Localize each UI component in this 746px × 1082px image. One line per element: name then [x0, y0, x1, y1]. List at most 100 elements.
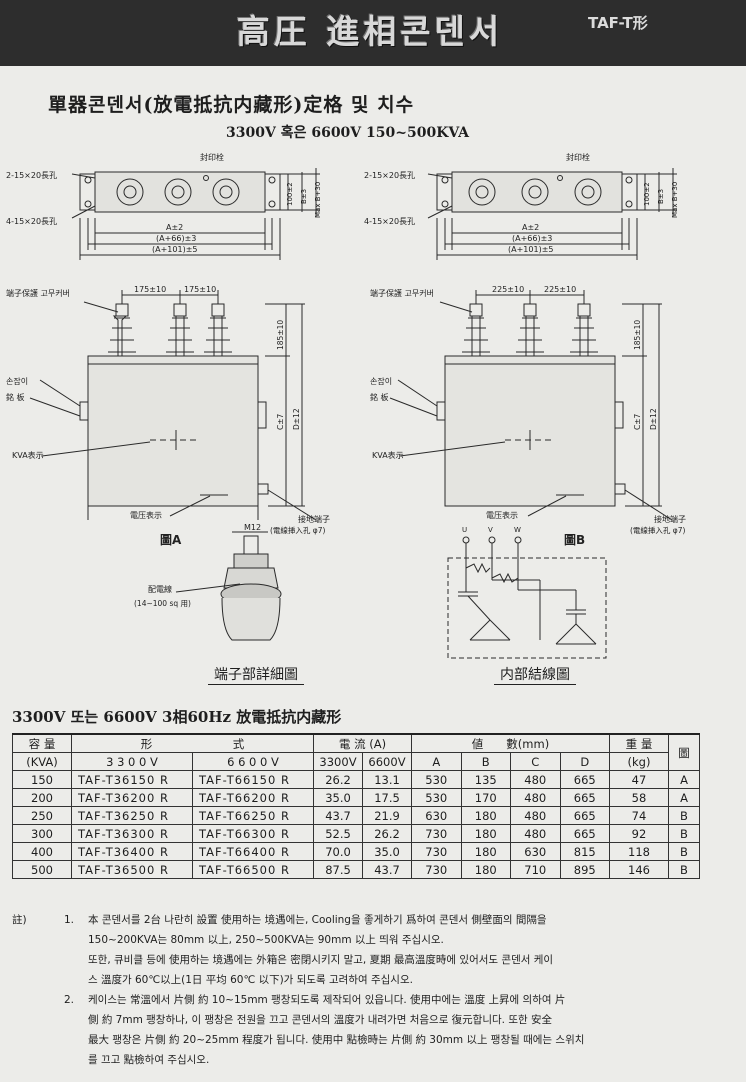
th-capacity: 容 量 [12, 733, 72, 753]
cell-weight: 118 [609, 842, 669, 861]
cell-model-3300: TAF-T36250 R [71, 806, 193, 825]
cell-current-6600: 26.2 [362, 824, 412, 843]
dim-bmax-b: Max B+30 [671, 182, 679, 218]
cell-dim-d: 815 [559, 842, 610, 861]
cell-weight: 47 [609, 770, 669, 789]
th-current-6600: 6600V [362, 752, 412, 771]
cell-model-3300: TAF-T36500 R [71, 860, 193, 879]
dim-a-a: A±2 [166, 223, 183, 232]
cell-dim-c: 630 [510, 842, 561, 861]
note-2-line-3: 最大 팽창은 片側 約 20~25mm 程度가 됩니다. 使用中 點檢時는 片側… [88, 1034, 585, 1046]
dim-d-b: D±12 [649, 408, 658, 430]
label-seal-b: 封印栓 [566, 152, 590, 162]
cell-dim-d: 665 [559, 770, 610, 789]
th-dim-c: C [510, 752, 561, 771]
dim-a101-b: (A+101)±5 [508, 245, 553, 254]
dim-d-a: D±12 [292, 408, 301, 430]
dim-spacing-a1: 175±10 [134, 285, 166, 294]
note-2-line-2: 側 約 7mm 팽창하나, 이 팽창은 전원을 끄고 콘덴서의 溫度가 내려가면… [88, 1014, 552, 1026]
cell-model-6600: TAF-T66500 R [192, 860, 314, 879]
cell-dim-c: 480 [510, 788, 561, 807]
cell-dim-b: 135 [460, 770, 511, 789]
cell-weight: 74 [609, 806, 669, 825]
label-ground-b: 接地端子 [654, 514, 686, 524]
header-title: 高圧 進相콘덴서 [236, 12, 504, 51]
cell-dim-b: 180 [460, 824, 511, 843]
dim-bmax-a: Max B+30 [314, 182, 322, 218]
top-view-a [71, 168, 320, 260]
wiring-diagram-drawing [447, 536, 607, 659]
label-kva-b: KVA表示 [372, 450, 404, 460]
cell-model-3300: TAF-T36400 R [71, 842, 193, 861]
cell-dim-a: 530 [411, 770, 462, 789]
header-band: 高圧 進相콘덴서 TAF-T形 [0, 0, 746, 66]
terminal-detail-drawing [175, 531, 282, 641]
dim-c-b: C±7 [633, 413, 642, 430]
cell-dim-a: 630 [411, 806, 462, 825]
notes-section: 註) 1. 本 콘덴서를 2台 나란히 設置 使用하는 境遇에는, Coolin… [12, 910, 702, 1070]
label-terminal-cover-a: 端子保護 고무커버 [6, 288, 70, 298]
cell-model-6600: TAF-T66400 R [192, 842, 314, 861]
cell-dim-d: 665 [559, 806, 610, 825]
cell-current-6600: 21.9 [362, 806, 412, 825]
technical-drawing: 2-15×20長孔 4-15×20長孔 封印栓 A±2 (A+66)±3 (A+… [6, 152, 686, 659]
dim-b-b: B±3 [657, 189, 665, 204]
dim-100-b: 100±2 [643, 182, 651, 206]
note-2-number: 2. [64, 994, 75, 1006]
label-ground-wire-b: (電線挿入孔 φ7) [630, 525, 686, 535]
table-row: 400 TAF-T36400 R TAF-T66400 R 70.0 35.0 … [12, 842, 700, 861]
cell-dim-b: 180 [460, 842, 511, 861]
wiring-u: U [462, 526, 467, 534]
label-seal-a: 封印栓 [200, 152, 224, 162]
th-weight-unit: (kg) [609, 752, 669, 771]
dim-100-a: 100±2 [286, 182, 294, 206]
top-view-b [427, 168, 677, 260]
cell-current-3300: 87.5 [313, 860, 363, 879]
dim-spacing-a2: 175±10 [184, 285, 216, 294]
cell-dim-a: 730 [411, 860, 462, 879]
cell-figure: A [668, 788, 700, 807]
dim-185-a: 185±10 [276, 320, 285, 350]
cell-dim-b: 180 [460, 806, 511, 825]
note-2-line-4: 를 끄고 點檢하여 주십시오. [88, 1054, 210, 1066]
cell-dim-d: 665 [559, 788, 610, 807]
table-row: 200 TAF-T36200 R TAF-T66200 R 35.0 17.5 … [12, 788, 700, 807]
th-dim-b: B [460, 752, 511, 771]
dim-185-b: 185±10 [633, 320, 642, 350]
th-current: 電 流 (A) [313, 733, 412, 753]
table-row: 500 TAF-T36500 R TAF-T66500 R 87.5 43.7 … [12, 860, 700, 879]
dim-c-a: C±7 [276, 413, 285, 430]
label-ground-wire-a: (電線挿入孔 φ7) [270, 525, 326, 535]
front-view-b [389, 290, 673, 521]
cell-dim-c: 480 [510, 770, 561, 789]
cell-kva: 300 [12, 824, 72, 843]
cell-model-3300: TAF-T36200 R [71, 788, 193, 807]
note-1-line-2: 150~200KVA는 80mm 以上, 250~500KVA는 90mm 以上… [88, 934, 444, 946]
cell-figure: B [668, 842, 700, 861]
wiring-w: W [514, 526, 521, 534]
front-view-a [29, 290, 317, 521]
cell-dim-a: 730 [411, 842, 462, 861]
label-slot-2-a: 2-15×20長孔 [6, 171, 57, 180]
notes-label: 註) [12, 914, 27, 926]
dim-a66-a: (A+66)±3 [156, 234, 196, 243]
cell-figure: B [668, 806, 700, 825]
dim-spacing-b2: 225±10 [544, 285, 576, 294]
cell-dim-a: 530 [411, 788, 462, 807]
cell-current-6600: 17.5 [362, 788, 412, 807]
cell-weight: 146 [609, 860, 669, 879]
label-nameplate-a: 銘 板 [6, 392, 25, 402]
table-row: 300 TAF-T36300 R TAF-T66300 R 52.5 26.2 … [12, 824, 700, 843]
cell-model-6600: TAF-T66250 R [192, 806, 314, 825]
note-1-line-1: 本 콘덴서를 2台 나란히 設置 使用하는 境遇에는, Cooling을 좋게하… [88, 914, 547, 926]
header-model-code: TAF-T形 [588, 14, 648, 32]
cell-weight: 58 [609, 788, 669, 807]
cell-kva: 200 [12, 788, 72, 807]
cell-kva: 250 [12, 806, 72, 825]
label-nameplate-b: 銘 板 [370, 392, 389, 402]
cell-weight: 92 [609, 824, 669, 843]
cell-dim-d: 665 [559, 824, 610, 843]
terminal-bolt-label: M12 [244, 523, 261, 532]
th-capacity-unit: (KVA) [12, 752, 72, 771]
cell-dim-b: 170 [460, 788, 511, 807]
